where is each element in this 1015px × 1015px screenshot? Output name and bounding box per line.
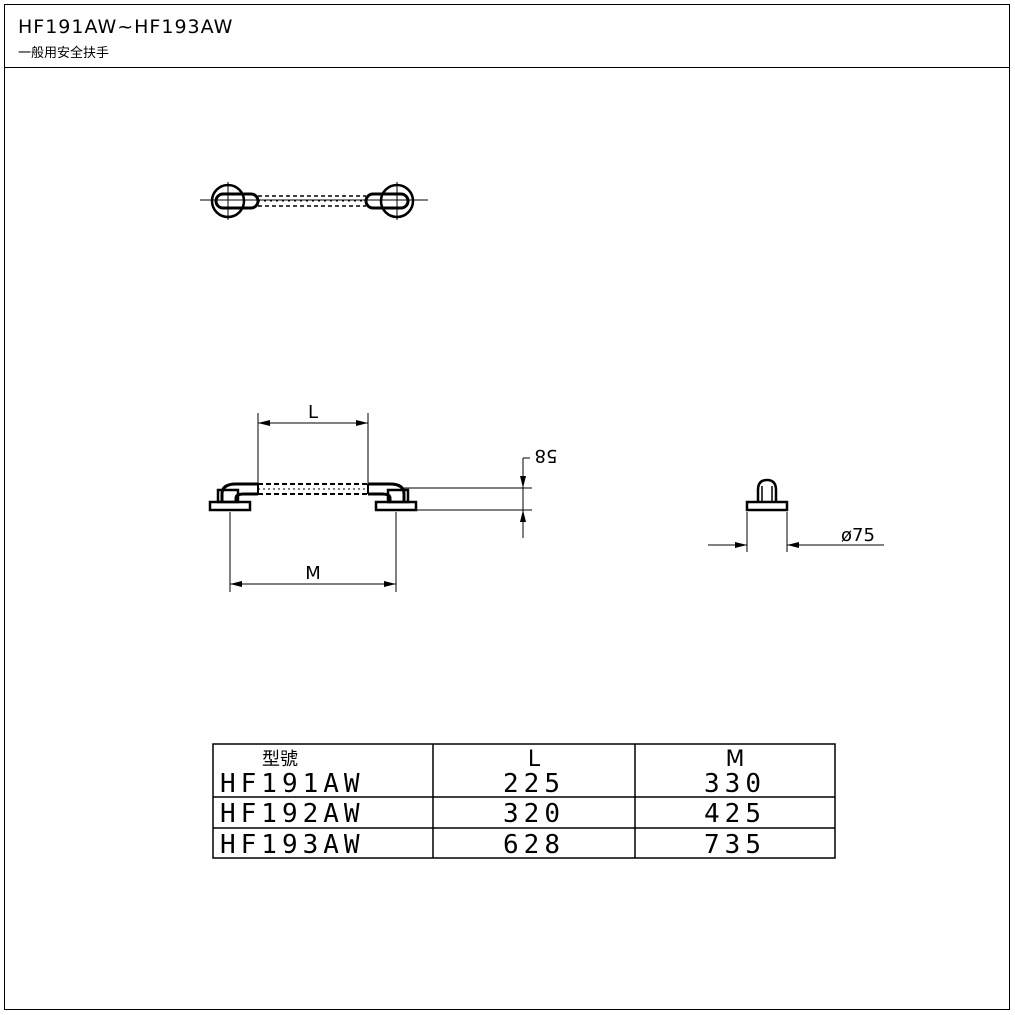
top-view	[200, 182, 428, 220]
dimension-table: 型號 L M HF191AW 225 330 HF192AW 320 425 H…	[212, 743, 836, 860]
right-flange-circle	[379, 183, 415, 219]
left-end-cap	[214, 192, 260, 210]
table-header-model: 型號	[262, 749, 298, 770]
drawing-frame	[4, 4, 1010, 1010]
side-view: ø75	[708, 478, 884, 552]
table-cell-L: 225	[503, 769, 565, 799]
front-view: L M 58	[208, 402, 558, 592]
side-base-plate	[745, 500, 789, 512]
M-arrow-right	[384, 581, 396, 587]
left-flange-circle	[210, 183, 246, 219]
table-cell-L: 320	[503, 799, 565, 829]
table-header-L: L	[528, 747, 541, 772]
L-dimension-label: L	[308, 402, 318, 423]
product-subtitle: 一般用安全扶手	[18, 46, 110, 61]
height-arrow-bottom	[520, 510, 526, 522]
table-header-M: M	[726, 747, 745, 772]
table-cell-M: 735	[704, 830, 766, 860]
side-bar-profile	[756, 478, 778, 502]
table-cell-M: 330	[704, 769, 766, 799]
L-arrow-right	[356, 420, 368, 426]
right-base-plate	[374, 500, 418, 512]
L-arrow-left	[258, 420, 270, 426]
M-dimension-label: M	[305, 563, 321, 584]
right-elbow-outer	[368, 482, 406, 502]
table-cell-model: HF193AW	[220, 830, 365, 860]
table-cell-model: HF192AW	[220, 799, 365, 829]
height-arrow-top	[520, 476, 526, 488]
table-cell-model: HF191AW	[220, 769, 365, 799]
dia-arrow-right	[787, 542, 799, 548]
title-block: HF191AW~HF193AW 一般用安全扶手	[4, 4, 1010, 68]
left-elbow-outer	[220, 482, 258, 502]
M-arrow-left	[230, 581, 242, 587]
diameter-label: ø75	[841, 525, 875, 546]
left-base-plate	[208, 500, 252, 512]
table-border	[212, 743, 836, 859]
dia-arrow-left	[735, 542, 747, 548]
table-cell-L: 628	[503, 830, 565, 860]
table-cell-M: 425	[704, 799, 766, 829]
height-dimension-label: 58	[535, 445, 558, 466]
model-range-title: HF191AW~HF193AW	[18, 16, 234, 38]
right-end-cap	[364, 192, 410, 210]
